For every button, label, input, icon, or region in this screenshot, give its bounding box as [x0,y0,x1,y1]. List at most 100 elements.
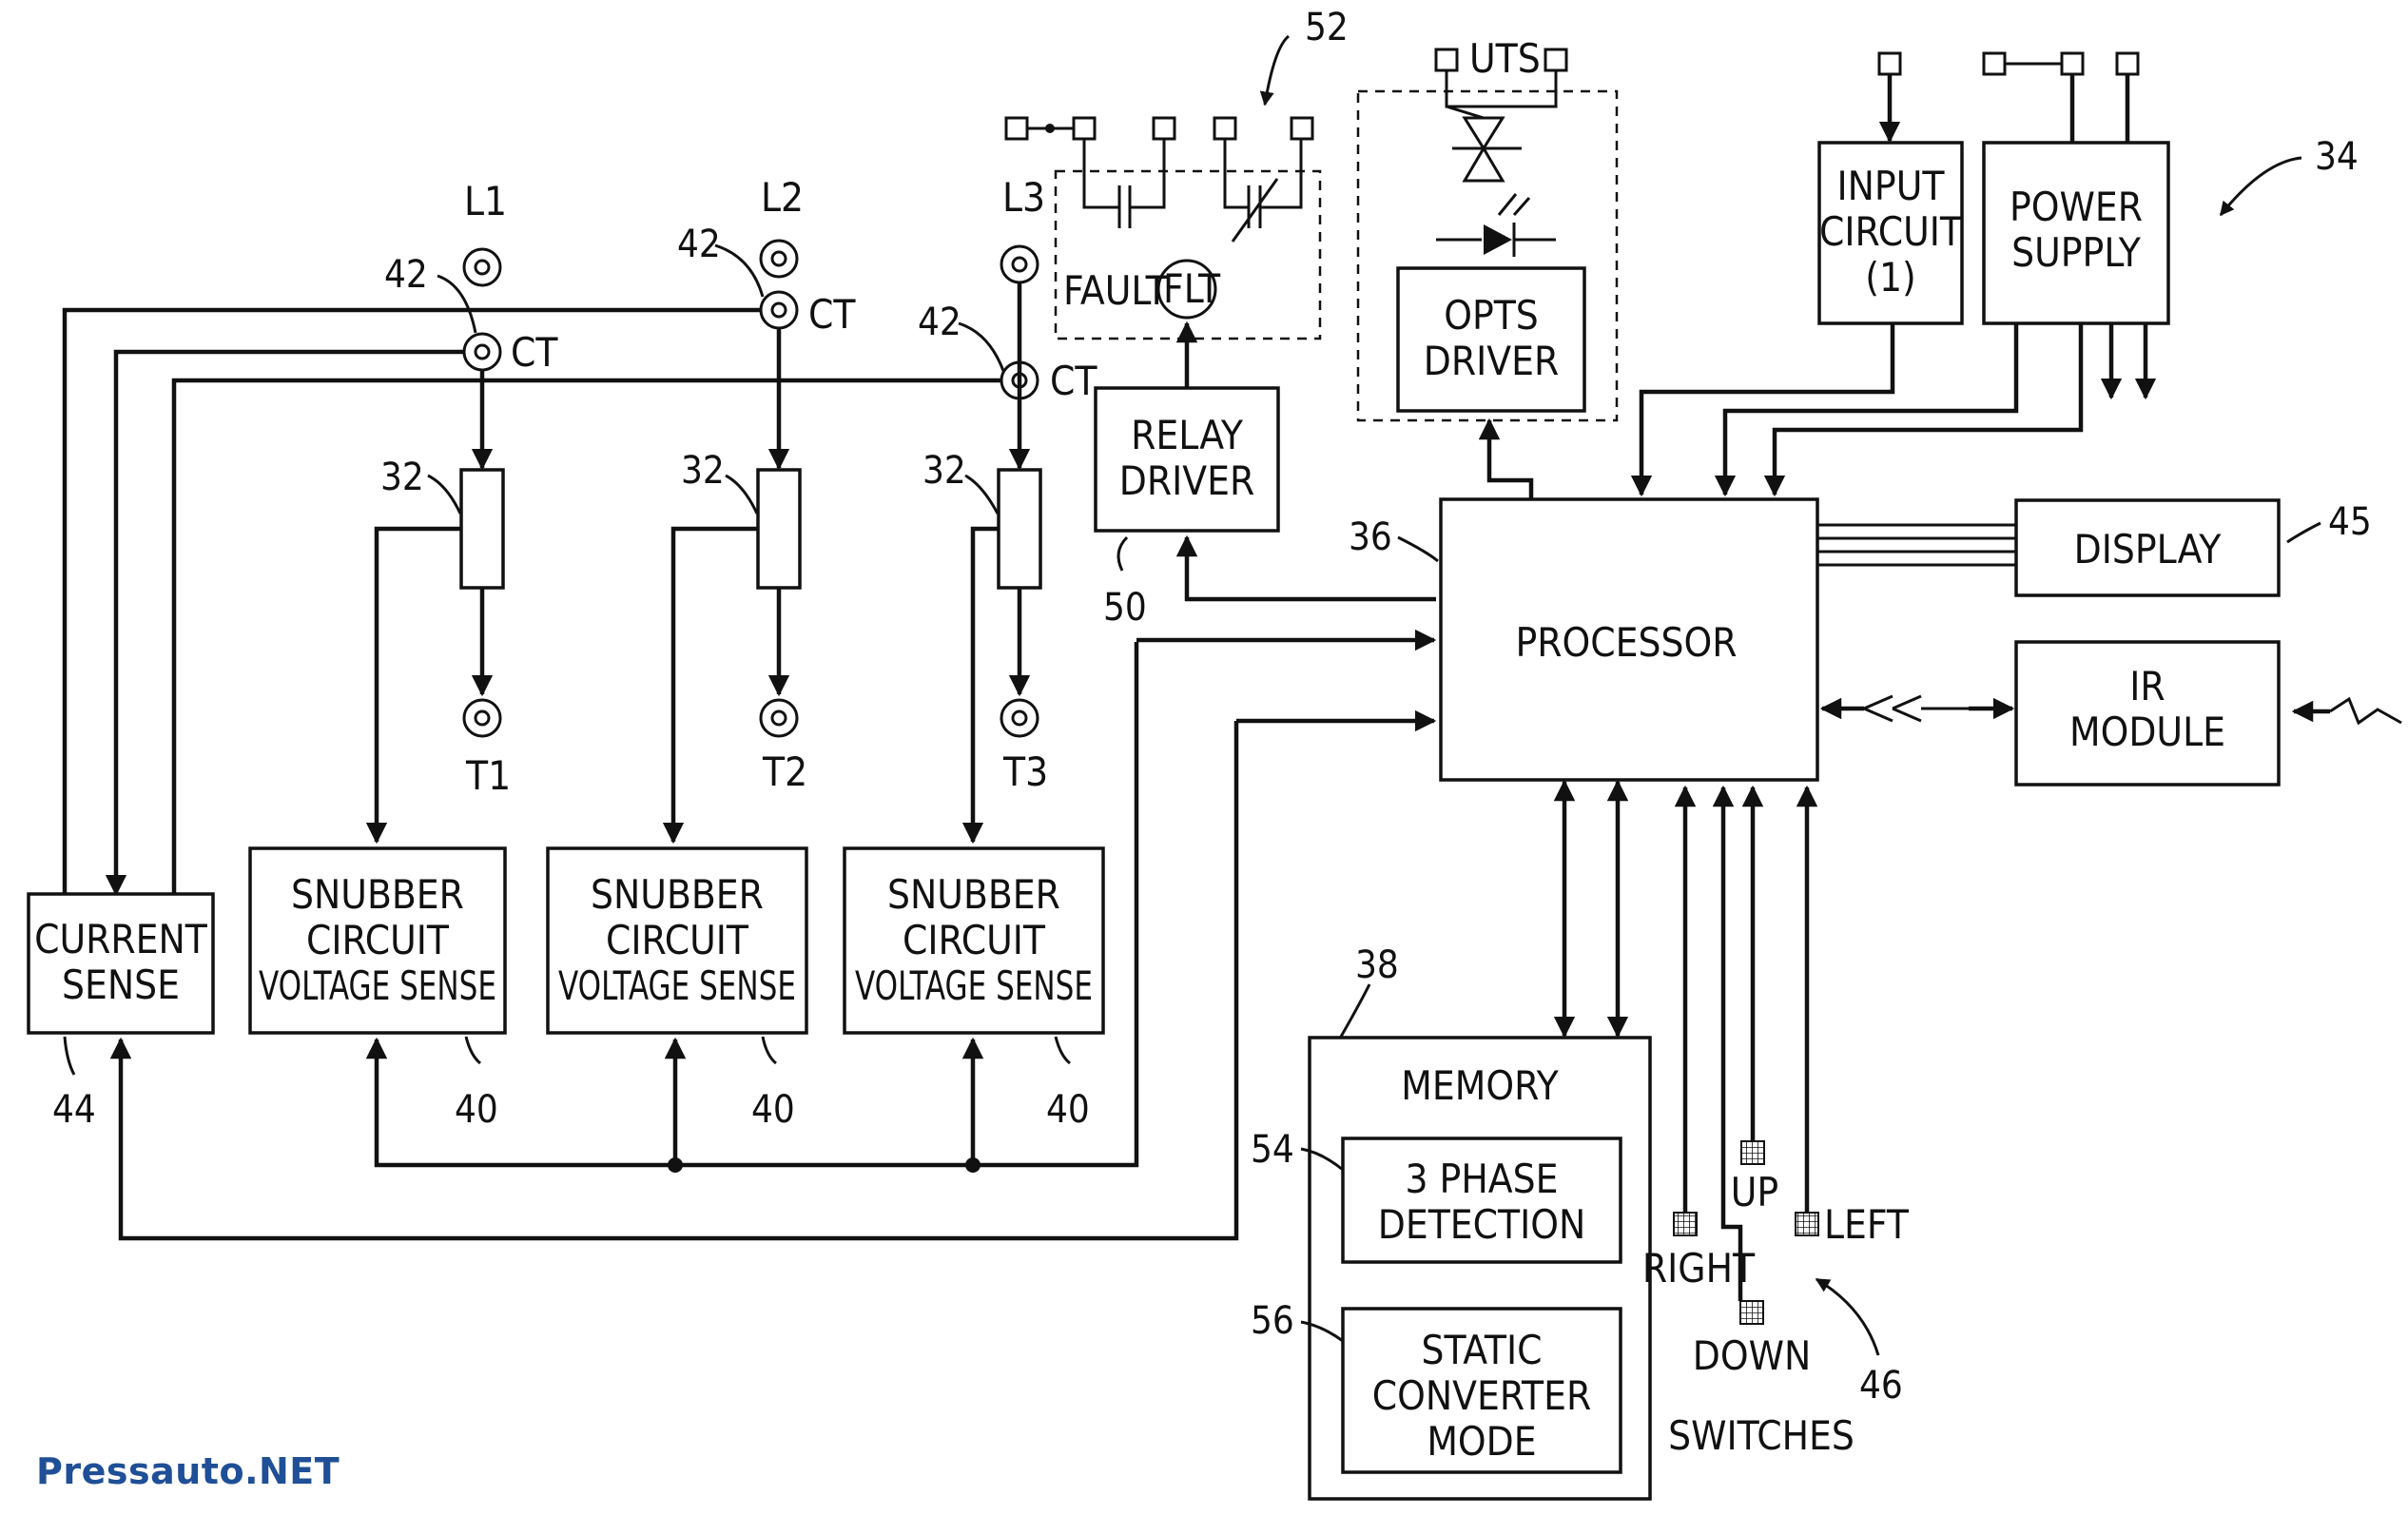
svg-text:44: 44 [52,1088,96,1132]
triac-icon [1445,70,1558,183]
snubber-1-line-2: CIRCUIT [306,917,450,963]
svg-text:40: 40 [455,1088,498,1132]
ct-l1-line [105,349,464,897]
terminal-t1 [462,698,502,738]
current-sense-line-2: SENSE [62,962,180,1008]
ref-numbers: 42 42 42 32 32 32 52 34 36 50 45 44 40 4… [52,6,2372,1408]
label-t2: T2 [762,748,807,795]
svg-text:42: 42 [677,223,721,266]
flt-coil [1156,259,1217,320]
flt-label: FLT [1163,265,1221,312]
ir-module-line-1: IR [2129,663,2165,709]
svg-text:52: 52 [1305,6,1349,49]
switch-right-icon [1673,1212,1698,1236]
svg-text:42: 42 [384,253,428,297]
switch-down-label: DOWN [1693,1332,1811,1379]
ir-link [1819,694,2015,723]
svg-text:42: 42 [918,301,961,344]
opts-dashed-box [1356,89,1619,422]
label-t1: T1 [465,752,511,799]
svg-text:56: 56 [1251,1299,1294,1343]
phase-detection-line-2: DETECTION [1378,1201,1586,1248]
switch-down-icon [1739,1300,1764,1325]
opts-driver-box [1396,266,1586,413]
display-bus [1817,523,2016,567]
display-box [2014,498,2281,597]
input-circuit-line-2: CIRCUIT [1819,208,1963,255]
display-label: DISPLAY [2074,526,2223,573]
relay-dashed-box [1054,169,1322,340]
scr-2 [756,468,802,590]
current-sense-box [27,892,215,1035]
relay-terminals [1004,116,1314,141]
svg-text:45: 45 [2328,500,2372,544]
snubber-box-2 [546,846,808,1035]
input-circuit-line-1: INPUT [1837,163,1946,209]
power-terminals [1982,51,2140,76]
label-ct-2: CT [808,291,856,338]
line-labels: L1 L2 L3 T1 T2 T3 CT CT CT [464,174,1097,799]
input-circuit-box [1817,141,1964,325]
snubber-1-line-1: SNUBBER [291,871,464,918]
label-ct-1: CT [511,329,558,376]
ct-l2-line [62,307,761,899]
power-supply-box [1982,141,2170,325]
terminal-l2 [759,239,799,330]
svg-text:34: 34 [2315,135,2359,179]
power-to-processor-2 [1763,323,2084,497]
power-supply-line-2: SUPPLY [2011,229,2142,276]
svg-text:32: 32 [681,449,725,493]
switch-up-label: UP [1731,1169,1778,1215]
svg-text:40: 40 [751,1088,795,1132]
snubber-3-line-2: CIRCUIT [903,917,1046,963]
scr-3 [997,468,1042,590]
snubber-box-1 [248,846,507,1035]
processor-box [1439,497,1819,782]
input-terminal [1877,51,1902,76]
label-l1: L1 [464,178,507,224]
fault-label: FAULT [1063,267,1169,314]
ir-module-line-2: MODULE [2069,709,2225,755]
switches-title: SWITCHES [1668,1412,1855,1459]
svg-text:50: 50 [1103,586,1147,630]
phase-detection-box [1341,1137,1622,1264]
static-converter-line-2: CONVERTER [1372,1372,1592,1419]
power-to-processor-1 [1714,323,2019,497]
terminal-t3 [1000,698,1039,738]
switch-left-label: LEFT [1824,1201,1910,1248]
switch-left-icon [1795,1212,1819,1236]
relay-driver-line-2: DRIVER [1119,457,1254,504]
opts-driver-line-1: OPTS [1444,292,1539,339]
snubber-box-3 [843,846,1105,1035]
uts-label: UTS [1469,35,1541,82]
ir-module-box [2014,640,2281,787]
scr1-sense [365,526,461,845]
ct-l3-line [171,378,1001,899]
switch-right-label: RIGHT [1642,1245,1756,1292]
relay-driver-line-1: RELAY [1131,412,1244,458]
input-circuit-line-3: (1) [1865,254,1916,301]
svg-text:46: 46 [1859,1364,1903,1408]
snubber-3-line-1: SNUBBER [887,871,1060,918]
reference-pointers [63,34,2321,1356]
opts-driver-line-2: DRIVER [1424,338,1559,384]
static-converter-box [1341,1307,1622,1474]
svg-text:40: 40 [1046,1088,1090,1132]
label-l2: L2 [761,174,804,221]
power-supply-line-1: POWER [2010,184,2143,230]
current-sense-line-1: CURRENT [34,916,208,962]
switch-up-icon [1740,1140,1765,1165]
memory-label: MEMORY [1401,1062,1559,1109]
ir-wireless-icon [2291,696,2402,726]
voltage-sense-bus [365,642,1139,1168]
static-converter-line-3: MODE [1427,1418,1536,1465]
processor-label: PROCESSOR [1515,619,1737,666]
processor-to-opts [1478,418,1534,499]
snubber-1-line-3: VOLTAGE SENSE [259,962,496,1009]
scr3-sense [961,526,999,845]
opto-led-icon [1436,193,1556,257]
phase-detection-line-1: 3 PHASE [1406,1156,1559,1202]
relay-contacts [1082,139,1303,243]
svg-text:38: 38 [1355,943,1399,987]
